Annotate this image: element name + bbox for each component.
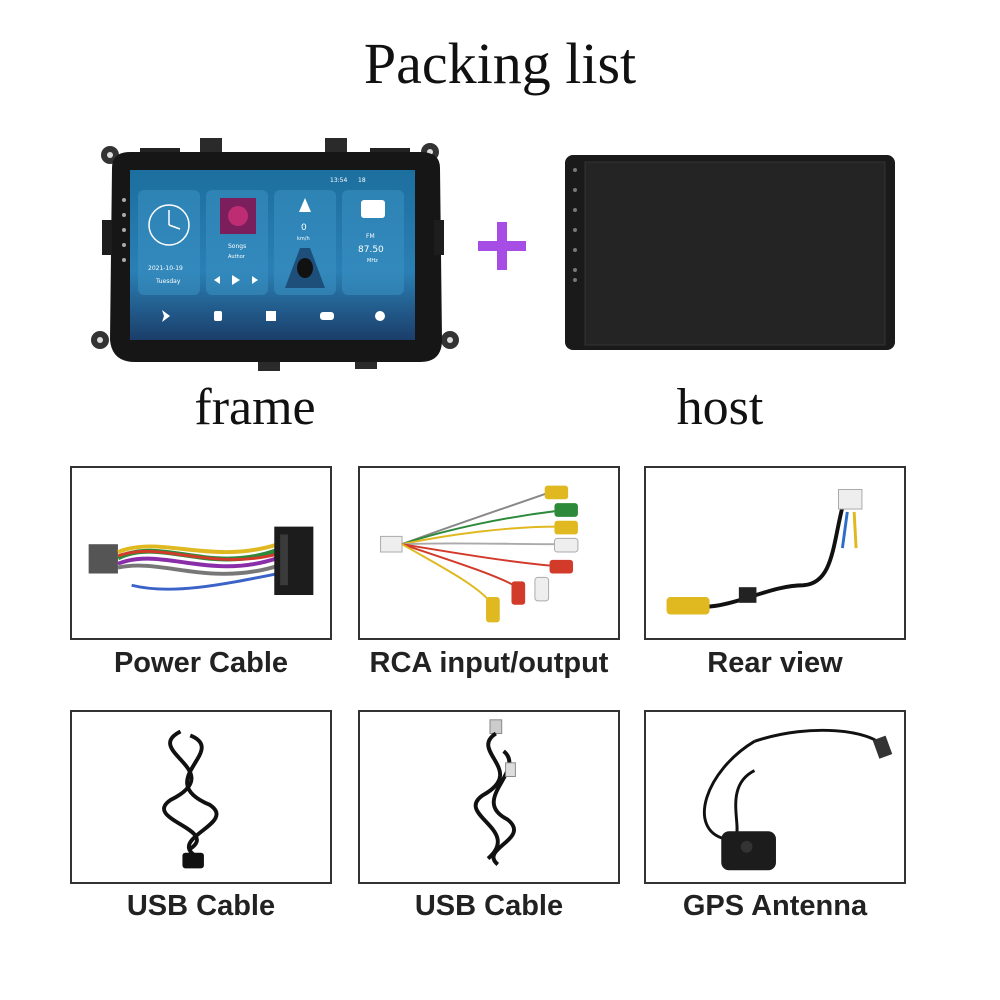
accessory-label: RCA input/output <box>369 647 609 679</box>
radio-unit: MHz <box>367 258 378 264</box>
page-title: Packing list <box>363 31 637 96</box>
compass-icon <box>299 198 311 212</box>
usb-cable-tile <box>358 710 620 884</box>
clock-day: Tuesday <box>155 278 181 285</box>
power-cable-tile <box>70 466 332 640</box>
usb-cable-icon <box>473 719 516 866</box>
speed-value: 0 <box>301 223 307 233</box>
accessory-label: USB Cable <box>414 890 564 922</box>
play-icon[interactable] <box>232 275 240 285</box>
apps-icon[interactable] <box>266 311 276 321</box>
power-cable-icon <box>88 526 314 596</box>
usb-cable-icon <box>162 729 219 869</box>
usb-cable-tile <box>70 710 332 884</box>
rca-cable-icon <box>380 485 579 623</box>
settings-icon[interactable] <box>375 311 385 321</box>
prev-icon[interactable] <box>214 276 220 284</box>
phone-icon[interactable] <box>214 311 222 321</box>
music-author: Author <box>228 254 246 260</box>
rear-view-cable-icon <box>666 489 863 615</box>
radio-icon <box>361 200 385 218</box>
status-time: 13:54 <box>330 177 347 184</box>
host-image <box>560 150 900 360</box>
frame-label: frame <box>194 379 316 436</box>
rear-view-tile <box>644 466 906 640</box>
gps-tile <box>644 710 906 884</box>
navigation-icon[interactable] <box>162 310 170 322</box>
frame-image: 13:54 18 2021-10-19 Tuesday Songs Author… <box>90 130 470 380</box>
status-battery: 18 <box>358 177 366 184</box>
plus-icon <box>474 218 530 274</box>
gps-antenna-icon <box>702 728 893 871</box>
radio-freq: 87.50 <box>358 245 384 255</box>
host-label: host <box>676 379 764 436</box>
clock-date: 2021-10-19 <box>148 265 183 272</box>
accessory-label: USB Cable <box>126 890 276 922</box>
speed-unit: km/h <box>297 236 310 242</box>
accessory-label: GPS Antenna <box>682 890 868 922</box>
next-icon[interactable] <box>252 276 258 284</box>
radio-band: FM <box>366 233 375 240</box>
car-icon[interactable] <box>320 312 334 320</box>
accessory-label: Power Cable <box>113 647 289 679</box>
music-song: Songs <box>228 243 246 250</box>
rca-tile <box>358 466 620 640</box>
accessory-label: Rear view <box>707 647 843 679</box>
